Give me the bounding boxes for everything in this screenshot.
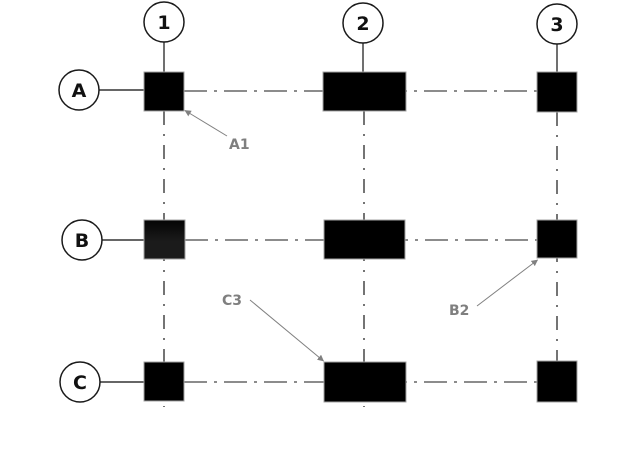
grid-bubble-circle-3 <box>536 3 578 45</box>
column-C2 <box>323 361 407 403</box>
column-C3 <box>536 360 578 403</box>
grid-bubble-3: 3 <box>536 3 578 45</box>
leader-line-C3 <box>249 299 325 362</box>
grid-bubble-circle-A <box>58 69 100 111</box>
column-C1 <box>143 361 185 402</box>
column-A1 <box>143 71 185 112</box>
grid-bubble-label-C: C <box>73 372 87 394</box>
annotation-label-C3: C3 <box>222 293 242 309</box>
grid-bubble-label-3: 3 <box>550 14 563 36</box>
grid-bubble-1: 1 <box>143 1 185 43</box>
column-B1 <box>143 219 186 260</box>
annotation-label-A1: A1 <box>229 137 250 153</box>
column-B2 <box>323 219 406 260</box>
grid-bubble-label-1: 1 <box>157 12 170 34</box>
leader-line-B2 <box>476 259 539 307</box>
grid-bubble-circle-B <box>61 219 103 261</box>
leader-line-A1 <box>184 110 228 137</box>
grid-bubble-label-2: 2 <box>356 13 369 35</box>
column-B3 <box>536 219 578 259</box>
grid-bubble-C: C <box>59 361 101 403</box>
column-A2 <box>322 71 407 112</box>
grid-bubble-circle-C <box>59 361 101 403</box>
grid-bubble-circle-1 <box>143 1 185 43</box>
grid-bubble-circle-2 <box>342 2 384 44</box>
grid-bubble-A: A <box>58 69 100 111</box>
grid-bubble-label-A: A <box>72 80 87 102</box>
grid-bubble-B: B <box>61 219 103 261</box>
grid-bubble-label-B: B <box>75 230 89 252</box>
column-A3 <box>536 71 578 113</box>
grid-bubble-2: 2 <box>342 2 384 44</box>
annotation-label-B2: B2 <box>449 303 469 319</box>
